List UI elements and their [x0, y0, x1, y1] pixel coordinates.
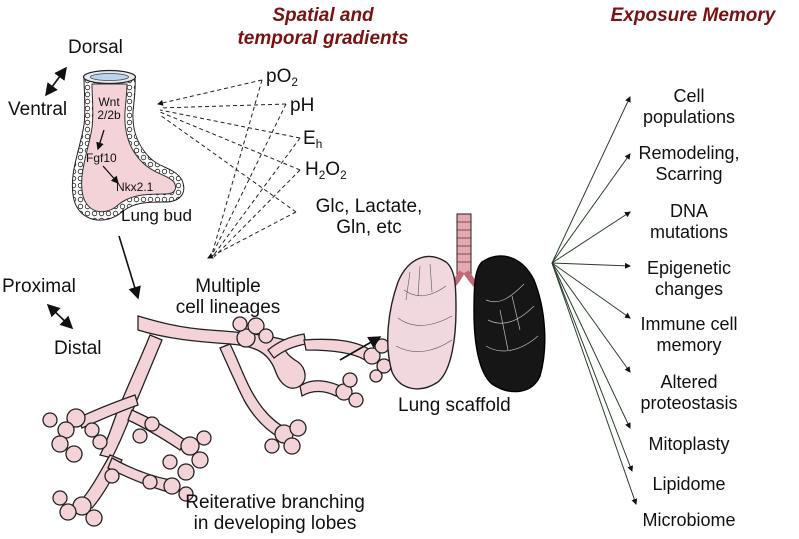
proximal-distal-arrow [46, 303, 74, 330]
ventral-label: Ventral [8, 99, 68, 120]
memory-item-microbiome: Microbiome [604, 510, 774, 531]
ph-label: pH [290, 95, 315, 116]
po2-base: pO [266, 66, 292, 87]
memory-item-line1: Altered [660, 372, 718, 392]
wnt-label: Wnt 2/2b [92, 96, 126, 122]
metabolites-label: Glc, Lactate, Gln, etc [296, 196, 442, 238]
memory-item-remodeling: Remodeling, Scarring [604, 143, 774, 185]
memory-item-line1: Epigenetic [646, 258, 732, 278]
memory-item-line1: DNA [669, 201, 708, 221]
branching-tree-drawing [77, 315, 371, 509]
memory-item-dna-mutations: DNA mutations [604, 201, 774, 243]
memory-item-line2: changes [654, 279, 724, 299]
h2o2-h: H [305, 159, 319, 180]
memory-item-line2: Scarring [655, 164, 723, 184]
metabolites-line2: Gln, etc [336, 217, 402, 238]
wnt-label-line1: Wnt [98, 95, 120, 109]
dorsal-label: Dorsal [68, 37, 123, 58]
cell-lineages-line2: cell lineages [175, 297, 281, 318]
memory-item-line1: Mitoplasty [648, 434, 730, 454]
gradients-heading-line2: temporal gradients [237, 28, 409, 49]
wnt-label-line2: 2/2b [97, 108, 121, 122]
eh-label: Eh [303, 128, 323, 152]
metabolites-line1: Glc, Lactate, [315, 196, 423, 217]
memory-item-line1: Microbiome [642, 510, 736, 530]
memory-item-line1: Immune cell [640, 314, 738, 334]
memory-item-line1: Remodeling, [638, 143, 740, 163]
h2o2-label: H2O2 [305, 159, 347, 183]
memory-item-line1: Cell [673, 86, 705, 106]
memory-item-mitoplasty: Mitoplasty [604, 434, 774, 455]
lung-scaffold-drawing [387, 213, 546, 393]
memory-item-lipidome: Lipidome [604, 474, 774, 495]
po2-label: pO2 [266, 66, 298, 90]
cell-lineages-label: Multiple cell lineages [158, 276, 298, 318]
gradient-dashed-lines [157, 79, 301, 259]
lung-scaffold-label: Lung scaffold [398, 395, 511, 416]
memory-item-proteostasis: Altered proteostasis [604, 372, 774, 414]
lung-bud-drawing [71, 69, 185, 221]
h2o2-sub2: 2 [340, 169, 347, 183]
bud-to-branching-arrow [118, 235, 141, 300]
branching-tree-buds [42, 316, 392, 527]
branching-line1: Reiterative branching [185, 492, 365, 513]
branching-line2: in developing lobes [193, 513, 357, 534]
memory-item-line2: populations [642, 107, 736, 127]
gradients-heading: Spatial and temporal gradients [208, 4, 438, 50]
h2o2-o: O [325, 159, 341, 180]
cell-lineages-line1: Multiple [195, 276, 261, 297]
fgf10-label: Fgf10 [86, 151, 117, 165]
memory-fan-arrows [551, 96, 638, 505]
eh-sub: h [315, 138, 323, 152]
branching-label: Reiterative branching in developing lobe… [158, 492, 392, 534]
memory-item-immune: Immune cell memory [604, 314, 774, 356]
memory-item-line2: mutations [649, 222, 729, 242]
memory-item-line2: memory [656, 335, 722, 355]
po2-sub: 2 [291, 76, 298, 90]
gradients-heading-line1: Spatial and [272, 5, 374, 26]
h2o2-sub1: 2 [318, 169, 326, 183]
memory-item-cell-populations: Cell populations [604, 86, 774, 128]
proximal-label: Proximal [2, 276, 76, 297]
nkx-label: Nkx2.1 [116, 180, 154, 194]
memory-item-line2: proteostasis [640, 393, 738, 413]
dorsal-ventral-arrow [45, 66, 67, 97]
to-scaffold-arrow [339, 336, 382, 361]
memory-item-line1: Lipidome [652, 474, 726, 494]
memory-item-epigenetic: Epigenetic changes [604, 258, 774, 300]
lung-bud-label: Lung bud [121, 206, 192, 225]
memory-heading: Exposure Memory [610, 5, 776, 26]
eh-base: E [303, 128, 316, 149]
distal-label: Distal [54, 338, 102, 359]
